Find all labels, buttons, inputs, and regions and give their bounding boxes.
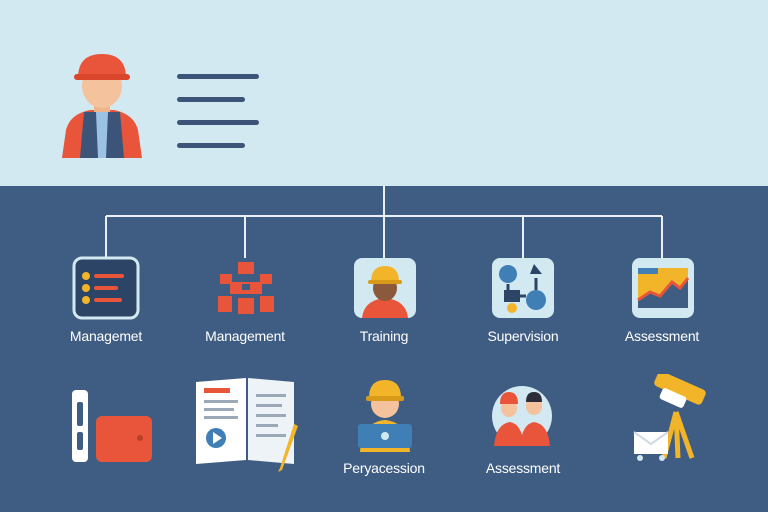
node-label-peryacession: Peryacession bbox=[343, 460, 425, 476]
open-book-video-icon bbox=[196, 378, 298, 472]
worker-avatar-icon bbox=[62, 54, 142, 158]
hierarchy-blocks-icon bbox=[218, 262, 274, 314]
node-label-assessment: Assessment bbox=[624, 328, 700, 344]
node-label-managemet: Managemet bbox=[69, 328, 143, 344]
two-workers-icon bbox=[492, 386, 552, 446]
worker-laptop-icon bbox=[358, 380, 412, 452]
node-label-management: Management bbox=[205, 328, 285, 344]
node-label-training: Training bbox=[359, 328, 409, 344]
text-lines-icon bbox=[177, 74, 259, 166]
telescope-cart-icon bbox=[633, 374, 706, 461]
checklist-board-icon bbox=[72, 256, 140, 320]
process-gears-icon bbox=[492, 258, 554, 318]
device-card-icon bbox=[72, 390, 152, 462]
node-label-assessment-2: Assessment bbox=[485, 460, 561, 476]
node-label-supervision: Supervision bbox=[487, 328, 559, 344]
worker-portrait-icon bbox=[354, 258, 416, 318]
line-chart-icon bbox=[632, 258, 694, 318]
